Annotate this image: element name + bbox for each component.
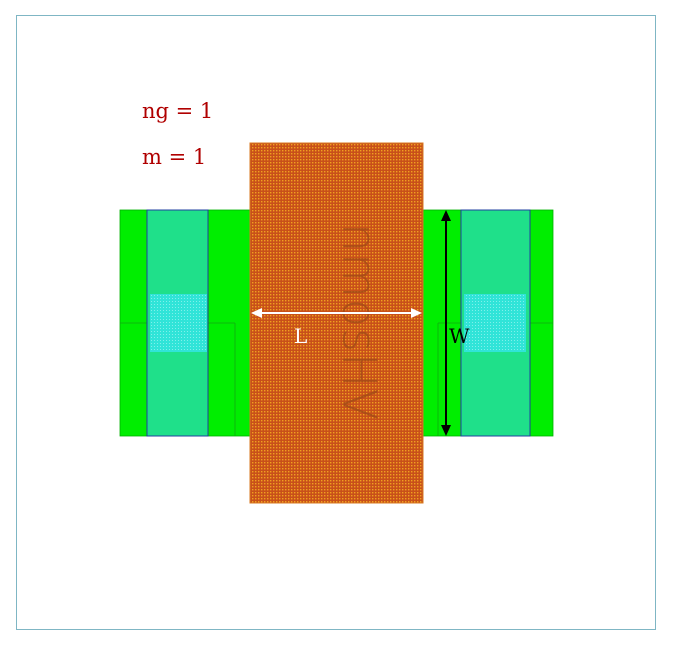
length-label: L <box>294 324 307 348</box>
width-arrow <box>441 210 451 436</box>
device-name: nmosHV <box>333 223 387 421</box>
right-via <box>464 294 526 352</box>
length-arrow <box>251 308 422 318</box>
width-label: W <box>449 324 470 348</box>
left-via <box>150 294 207 352</box>
poly-gate <box>249 142 424 504</box>
ng-parameter: ng = 1 <box>142 99 213 123</box>
m-parameter: m = 1 <box>142 145 206 169</box>
